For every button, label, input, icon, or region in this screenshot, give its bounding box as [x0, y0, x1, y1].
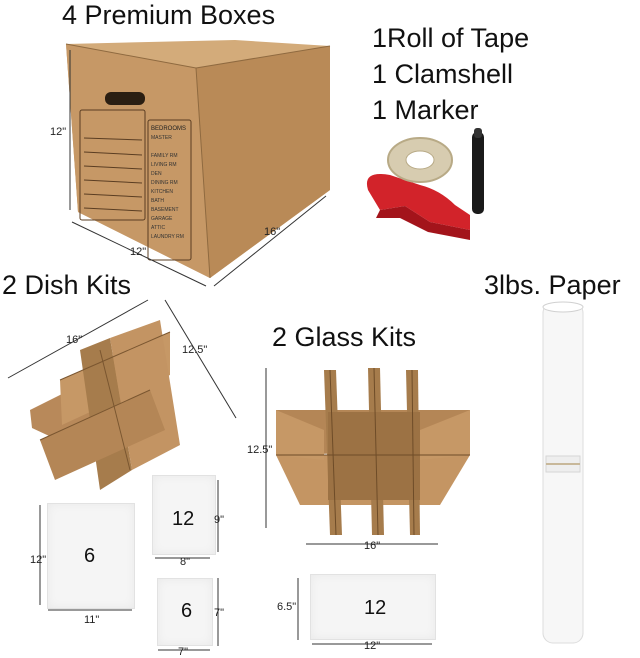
box-room: DEN: [151, 171, 162, 177]
clamshell-line: 1 Clamshell: [372, 59, 514, 89]
foam-pad-height-label: 7": [214, 607, 225, 619]
box-room: ATTIC: [151, 225, 166, 231]
box-width-label: 12": [130, 246, 147, 258]
box-room: MASTER: [151, 135, 172, 141]
dish-kits-heading: 2 Dish Kits: [2, 270, 132, 300]
box-room: BASEMENT: [151, 207, 179, 213]
foam-pad-height-label: 6.5": [277, 601, 297, 613]
foam-pad-number: 6: [84, 545, 96, 567]
foam-pad-number: 6: [181, 600, 193, 622]
foam-pad-width-label: 8": [180, 556, 191, 568]
glass-kit-height-label: 12.5": [247, 444, 273, 456]
box-room: GARAGE: [151, 216, 173, 222]
tape-line: 1Roll of Tape: [372, 23, 530, 53]
marker-line: 1 Marker: [372, 95, 479, 125]
box-room: BATH: [151, 198, 164, 204]
foam-pad-width-label: 7": [178, 646, 189, 658]
foam-pad-height-label: 12": [30, 554, 47, 566]
foam-pad-width-label: 11": [84, 614, 100, 626]
glass-kit-divider: [276, 367, 470, 536]
dish-kit-length-label: 16": [66, 334, 83, 346]
foam-pad-number: 12: [172, 508, 195, 530]
box-room: [151, 143, 184, 152]
foam-pad: [47, 503, 135, 609]
glass-kits-heading: 2 Glass Kits: [272, 322, 417, 352]
box-room: LAUNDRY RM: [151, 234, 184, 240]
box-room: DINING RM: [151, 180, 178, 186]
box-room: KITCHEN: [151, 189, 173, 195]
glass-kit-width-label: 16": [364, 540, 381, 552]
moving-box: [65, 40, 331, 279]
tape-heading: 1Roll of Tape 1 Clamshell 1 Marker: [372, 20, 529, 128]
boxes-heading: 4 Premium Boxes: [62, 0, 276, 30]
paper-roll: [542, 301, 584, 644]
tape-dispenser: [366, 137, 470, 240]
paper-heading: 3lbs. Paper: [484, 270, 621, 300]
foam-pad-height-label: 9": [214, 514, 225, 526]
box-room: LIVING RM: [151, 162, 177, 168]
box-label-title: BEDROOMS: [151, 126, 187, 132]
foam-pad: [310, 574, 436, 640]
foam-pad: [152, 475, 216, 555]
box-depth-label: 16": [264, 226, 281, 238]
foam-pad-number: 12: [364, 597, 387, 619]
dish-kit-width-label: 12.5": [182, 344, 208, 356]
foam-pad: [157, 578, 213, 646]
foam-pad-width-label: 12": [364, 640, 381, 652]
box-room-list: MASTER FAMILY RM LIVING RM DEN DINING RM…: [151, 134, 184, 242]
box-room: FAMILY RM: [151, 153, 178, 159]
marker: [472, 128, 484, 214]
box-height-label: 12": [50, 126, 67, 138]
dish-kit-divider: [30, 320, 180, 490]
